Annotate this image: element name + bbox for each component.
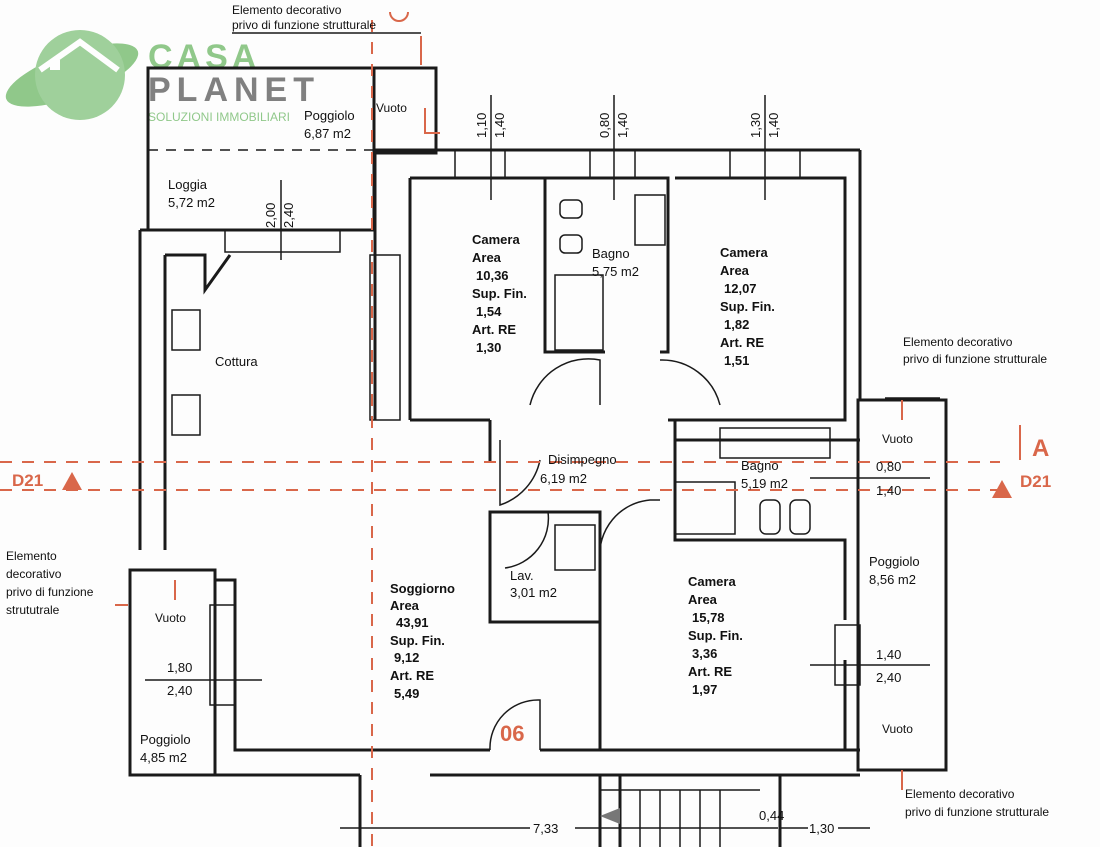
bagno2-area: 5,19 m2 [741,476,788,491]
plan-text: 12,07 [724,281,757,296]
plan-text: 1,30 [476,340,501,355]
plan-text: Art. RE [472,322,516,337]
room-labels: Poggiolo 6,87 m2 Loggia 5,72 m2 Cottura … [140,108,920,765]
unit-number: 06 [500,721,524,746]
plan-text: Camera [472,232,520,247]
poggiolo-right-name: Poggiolo [869,554,920,569]
soggiorno-label: Soggiorno Area 43,91 Sup. Fin. 9,12 Art.… [390,581,455,701]
plan-text: 1,30 [748,113,763,138]
logo-line1: CASA [148,38,260,76]
plan-text: 0,80 [876,459,901,474]
plan-text: 5,49 [394,686,419,701]
plan-text: 1,40 [492,113,507,138]
plan-text: Camera [688,574,736,589]
plan-text: 1,40 [615,113,630,138]
poggiolo-left-area: 4,85 m2 [140,750,187,765]
plan-text: 2,40 [167,683,192,698]
logo-tagline: SOLUZIONI IMMOBILIARI [148,110,290,124]
section-code-right: D21 [1020,472,1051,491]
decorative-symbol-icon [389,11,409,22]
stairs-arrow-icon [600,808,620,824]
note-left-line3: privo di funzione [6,585,94,599]
plan-text: 1,97 [692,682,717,697]
note-left-line4: strututrale [6,603,60,617]
plan-text: 1,54 [476,304,502,319]
plan-text: Area [390,598,420,613]
plan-text: 7,33 [533,821,558,836]
camera1-label: Camera Area 10,36 Sup. Fin. 1,54 Art. RE… [472,232,527,355]
plan-text: Camera [720,245,768,260]
cottura-name: Cottura [215,354,258,369]
walls [128,66,948,847]
note-right-top-line2: privo di funzione strutturale [903,352,1047,366]
camera3-label: Camera Area 15,78 Sup. Fin. 3,36 Art. RE… [688,574,743,697]
plan-text: 9,12 [394,650,419,665]
plan-text: Area [720,263,750,278]
vuoto-label-top: Vuoto [376,101,407,115]
plan-text: 1,40 [876,483,901,498]
disimpegno-area: 6,19 m2 [540,471,587,486]
plan-text: 1,30 [809,821,834,836]
camera2-label: Camera Area 12,07 Sup. Fin. 1,82 Art. RE… [720,245,775,368]
bagno2-name: Bagno [741,458,779,473]
bagno1-area: 5,75 m2 [592,264,639,279]
plan-text: Sup. Fin. [720,299,775,314]
plan-text: 2,40 [876,670,901,685]
note-top-line1: Elemento decorativo [232,3,342,17]
plan-text: Art. RE [720,335,764,350]
lav-name: Lav. [510,568,534,583]
plan-text: Sup. Fin. [688,628,743,643]
vuoto-label-right-top: Vuoto [882,432,913,446]
section-letter: A [1032,435,1049,462]
vuoto-label-left: Vuoto [155,611,186,625]
loggia-area: 5,72 m2 [168,195,215,210]
plan-text: 2,40 [281,203,296,228]
note-right-bottom-line1: Elemento decorativo [905,787,1015,801]
logo-line2: PLANET [148,71,320,109]
plan-text: 1,82 [724,317,749,332]
poggiolo-top-name: Poggiolo [304,108,355,123]
section-lines: D21 D21 A 06 [0,11,1051,847]
plan-text: Soggiorno [390,581,455,596]
lav-area: 3,01 m2 [510,585,557,600]
plan-text: 1,40 [766,113,781,138]
section-code-left: D21 [12,471,43,490]
poggiolo-left-name: Poggiolo [140,732,191,747]
plan-text: Art. RE [688,664,732,679]
poggiolo-right-area: 8,56 m2 [869,572,916,587]
poggiolo-top-area: 6,87 m2 [304,126,351,141]
plan-text: 1,40 [876,647,901,662]
note-right-top-line1: Elemento decorativo [903,335,1013,349]
note-left-line1: Elemento [6,549,57,563]
plan-text: 1,10 [474,113,489,138]
plan-text: Sup. Fin. [472,286,527,301]
plan-text: Sup. Fin. [390,633,445,648]
plan-text: 0,80 [597,113,612,138]
plan-text: 1,51 [724,353,749,368]
plan-text: Area [688,592,718,607]
plan-text: Art. RE [390,668,434,683]
note-top-line2: privo di funzione strutturale [232,18,376,32]
note-left-line2: decorativo [6,567,62,581]
vuoto-label-right-bottom: Vuoto [882,722,913,736]
plan-text: 43,91 [396,615,429,630]
plan-text: 2,00 [263,203,278,228]
plan-text: 15,78 [692,610,725,625]
notes: Elemento decorativo privo di funzione st… [6,3,1049,819]
bagno1-name: Bagno [592,246,630,261]
plan-text: 0,44 [759,808,784,823]
loggia-name: Loggia [168,177,208,192]
plan-text: 1,80 [167,660,192,675]
plan-text: Area [472,250,502,265]
plan-text: 3,36 [692,646,717,661]
section-marker-right-icon [992,480,1012,498]
disimpegno-name: Disimpegno [548,452,617,467]
plan-text: 10,36 [476,268,509,283]
section-marker-left-icon [62,472,82,490]
casa-planet-logo: CASA PLANET SOLUZIONI IMMOBILIARI [5,30,320,124]
note-right-bottom-line2: privo di funzione strutturale [905,805,1049,819]
